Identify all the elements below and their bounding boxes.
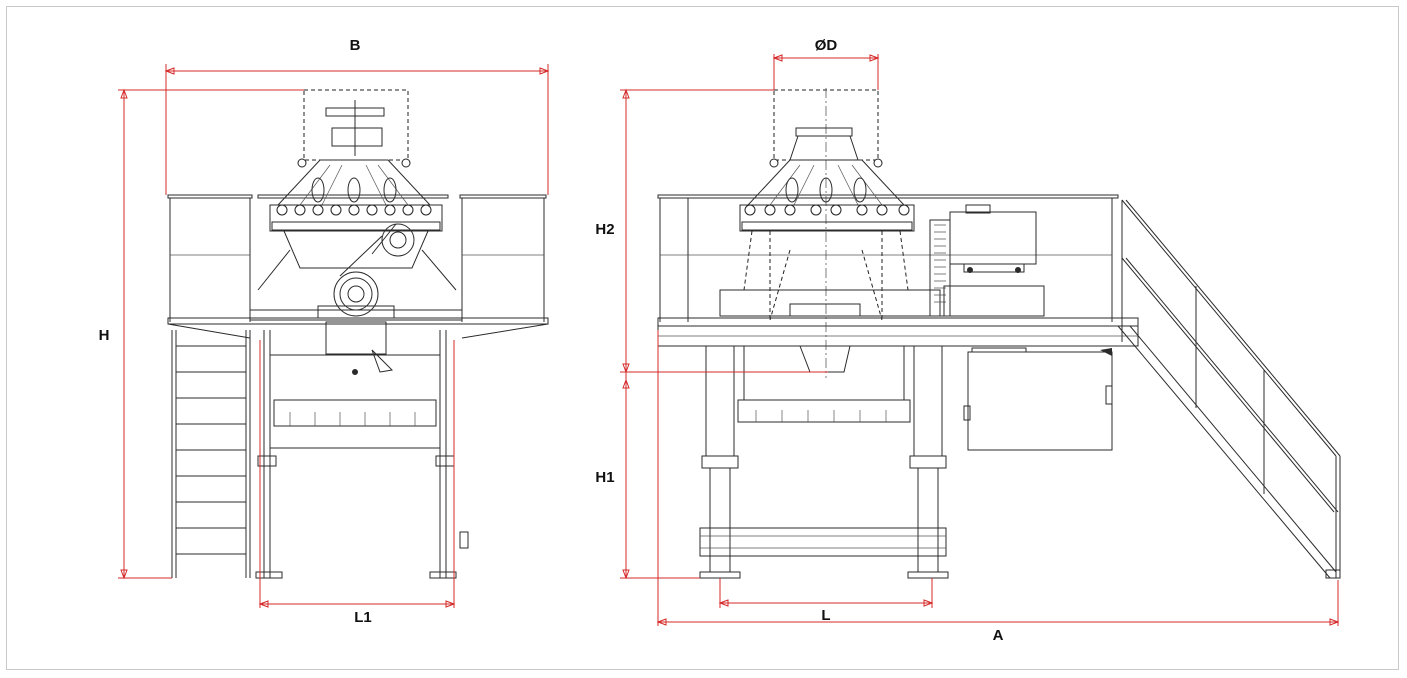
side-feed-hopper (773, 88, 879, 378)
front-platform (167, 309, 549, 339)
access-ladder (171, 330, 251, 578)
oil-tank (963, 347, 1113, 451)
motor-assembly (929, 204, 1045, 317)
dimension-l1-label: L1 (354, 609, 372, 626)
feed-hopper (303, 89, 409, 161)
dimension-od: ØD (772, 37, 880, 90)
dimension-od-label: ØD (815, 37, 838, 54)
front-support-frame (255, 330, 469, 579)
dimension-h2: H2 (595, 88, 828, 374)
front-handrails (167, 194, 547, 322)
crusher-body (257, 158, 457, 375)
side-crusher-body (719, 158, 941, 373)
flange-bolts (276, 158, 432, 216)
dimension-b-label: B (350, 37, 361, 54)
front-view: B H L1 (99, 37, 550, 626)
dimension-l1: L1 (258, 340, 456, 626)
side-view: ØD H2 H1 L (595, 37, 1341, 644)
dimension-h1: H1 (595, 372, 700, 580)
dimension-h2-label: H2 (595, 221, 614, 238)
dimension-a: A (656, 330, 1340, 644)
dimension-a-label: A (993, 627, 1004, 644)
dimension-l: L (718, 578, 934, 624)
side-flange-bolts (744, 158, 910, 216)
dimension-h: H (99, 88, 304, 580)
drawing-frame (6, 6, 1399, 670)
stairway (1117, 199, 1341, 579)
dimension-l-label: L (821, 607, 830, 624)
side-support-legs (699, 345, 949, 579)
dimension-b: B (164, 37, 550, 195)
side-handrails (657, 194, 1139, 347)
dimension-h1-label: H1 (595, 469, 614, 486)
dimension-h-label: H (99, 327, 110, 344)
